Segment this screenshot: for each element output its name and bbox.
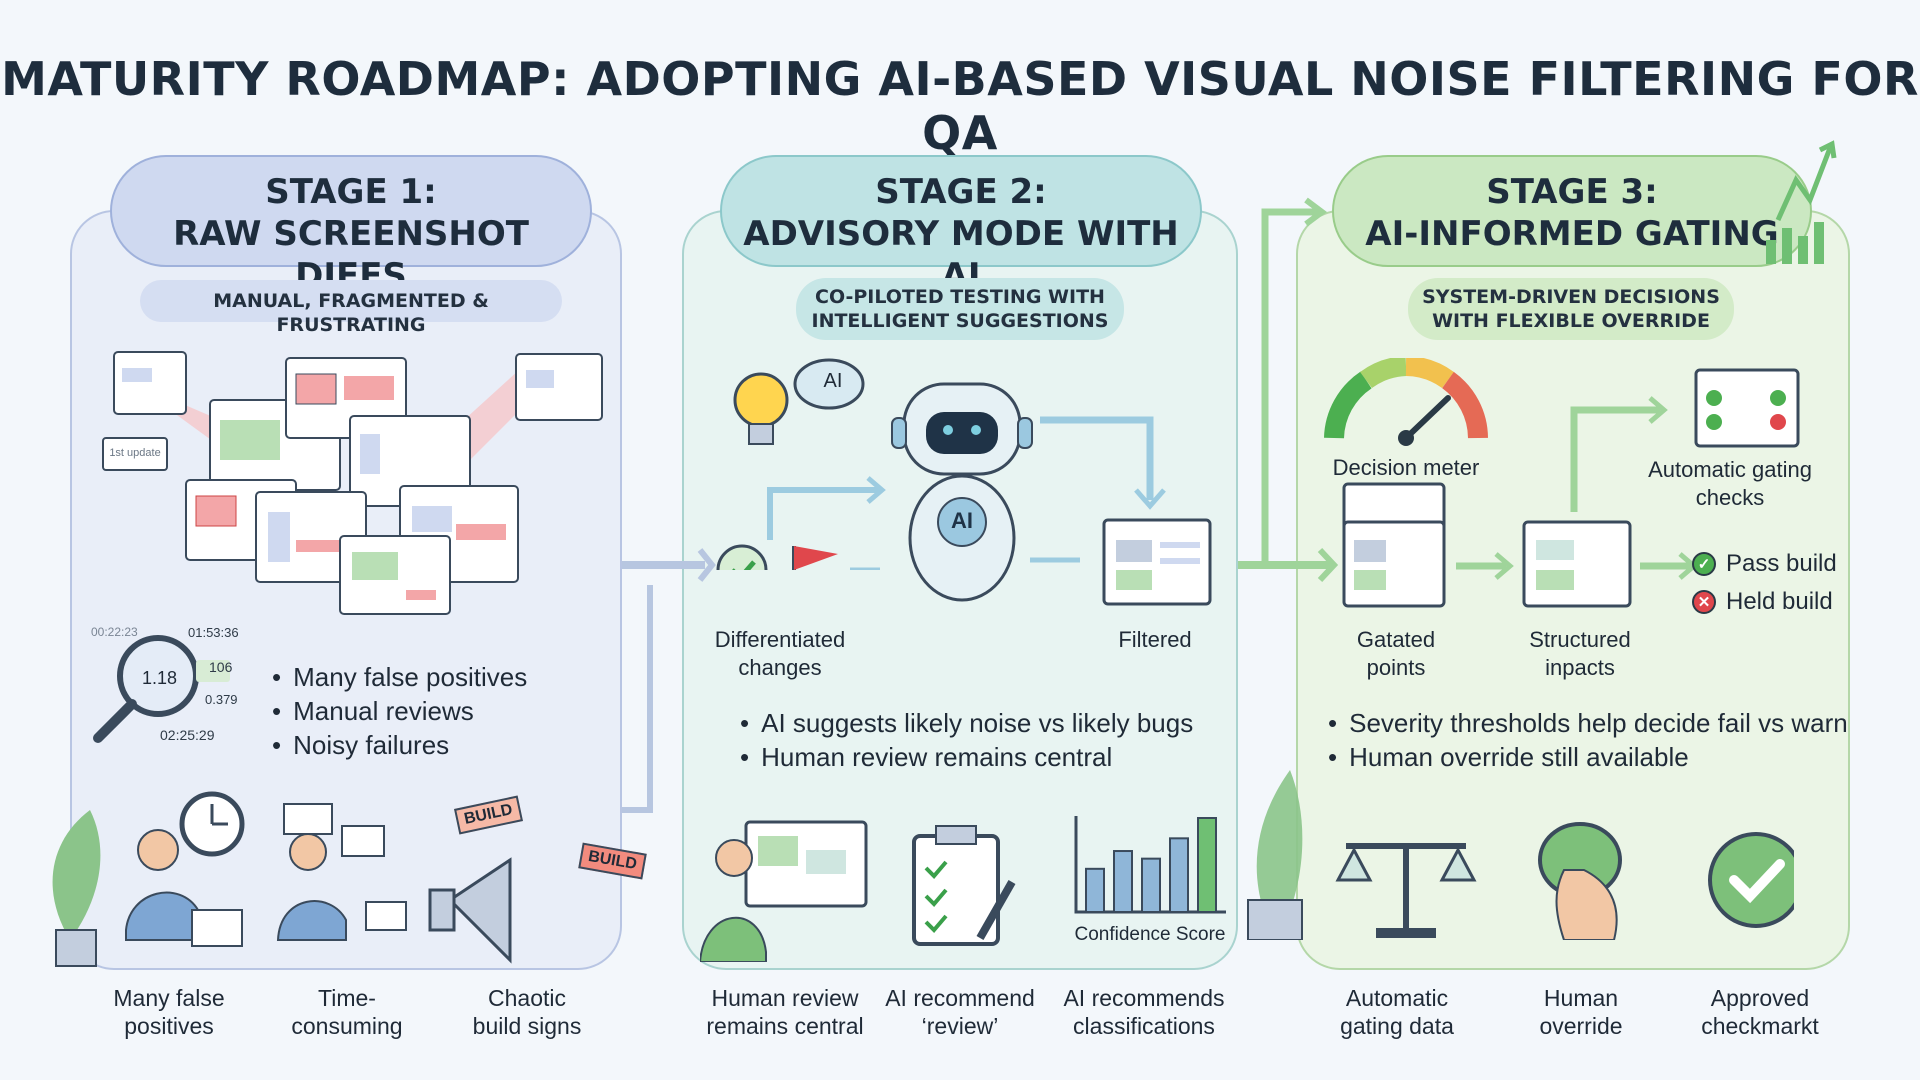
confidence-bar [1197, 817, 1217, 913]
timer-2: 01:53:36 [188, 625, 239, 640]
list-item: Human review remains central [740, 740, 1193, 774]
value-106: 106 [209, 659, 233, 675]
stage-1-number: STAGE 1: [265, 172, 437, 212]
confidence-chart [1074, 816, 1226, 914]
pass-build-legend: ✓ Pass build [1692, 550, 1837, 578]
stage-2-bullets: AI suggests likely noise vs likely bugs … [740, 706, 1193, 774]
confidence-bar [1141, 857, 1161, 913]
stage-2-flow-illustration [716, 476, 886, 570]
lightbulb-icon [733, 358, 865, 445]
stage-2-title: ADVISORY MODE WITH AI [743, 214, 1179, 296]
value-0379: 0.379 [205, 692, 238, 707]
decision-meter-label: Decision meter [1332, 455, 1480, 480]
decision-meter-icon [1324, 358, 1488, 446]
stage-2-heading: STAGE 2: ADVISORY MODE WITH AI [720, 155, 1202, 296]
timer-3: 02:25:29 [160, 727, 215, 743]
stage-1-heading: STAGE 1: RAW SCREENSHOT DIFFS [110, 155, 592, 296]
robot-badge: AI [951, 508, 973, 533]
list-item: Many false positives [272, 660, 527, 694]
sticky-note: 1st update [102, 437, 168, 471]
confidence-bar [1113, 850, 1133, 913]
caption-ai-recommend: AI recommend‘review’ [885, 985, 1035, 1039]
page-title: MATURITY ROADMAP: ADOPTING AI-BASED VISU… [1, 52, 1919, 160]
stage-3-bottom-illustration [1247, 770, 1794, 940]
label-filtered: Filtered [1118, 627, 1192, 652]
human-review-illustration [700, 820, 868, 962]
stage-3-bullets: Severity thresholds help decide fail vs … [1328, 706, 1848, 774]
stage-3-title: AI-INFORMED GATING [1365, 214, 1779, 254]
timer-1: 00:22:23 [91, 625, 138, 639]
confidence-bar [1085, 867, 1105, 913]
list-item: AI suggests likely noise vs likely bugs [740, 706, 1193, 740]
magnifier-value: 1.18 [142, 668, 178, 688]
held-build-legend: ✕ Held build [1692, 588, 1833, 616]
growth-icon [1766, 140, 1837, 264]
filtered-screen-illustration [1030, 416, 1212, 606]
screenshot-cluster-illustration [113, 351, 603, 615]
stage-2-number: STAGE 2: [875, 172, 1047, 212]
caption-time-consuming: Time-consuming [291, 985, 403, 1039]
gated-screens-illustration [1342, 520, 1698, 608]
list-item: Human override still available [1328, 740, 1848, 774]
clipboard-icon [912, 825, 1016, 946]
magnifier-icon [93, 635, 230, 743]
list-item: Manual reviews [272, 694, 527, 728]
stage-1-subtitle: MANUAL, FRAGMENTED & FRUSTRATING [140, 280, 562, 336]
stage-1-people-illustration [52, 791, 512, 967]
stage-1-bullets: Many false positives Manual reviews Nois… [272, 660, 527, 762]
robot-icon [891, 382, 1033, 602]
list-item: Noisy failures [272, 728, 527, 762]
ai-bubble-icon: AI [823, 370, 843, 392]
x-icon: ✕ [1692, 590, 1716, 614]
stage-3-number: STAGE 3: [1486, 172, 1658, 212]
confidence-chart-label: Confidence Score [1074, 924, 1226, 945]
stage-3-heading: STAGE 3: AI-INFORMED GATING [1332, 155, 1812, 267]
check-icon: ✓ [1692, 552, 1716, 576]
confidence-bar [1169, 837, 1189, 913]
list-item: Severity thresholds help decide fail vs … [1328, 706, 1848, 740]
